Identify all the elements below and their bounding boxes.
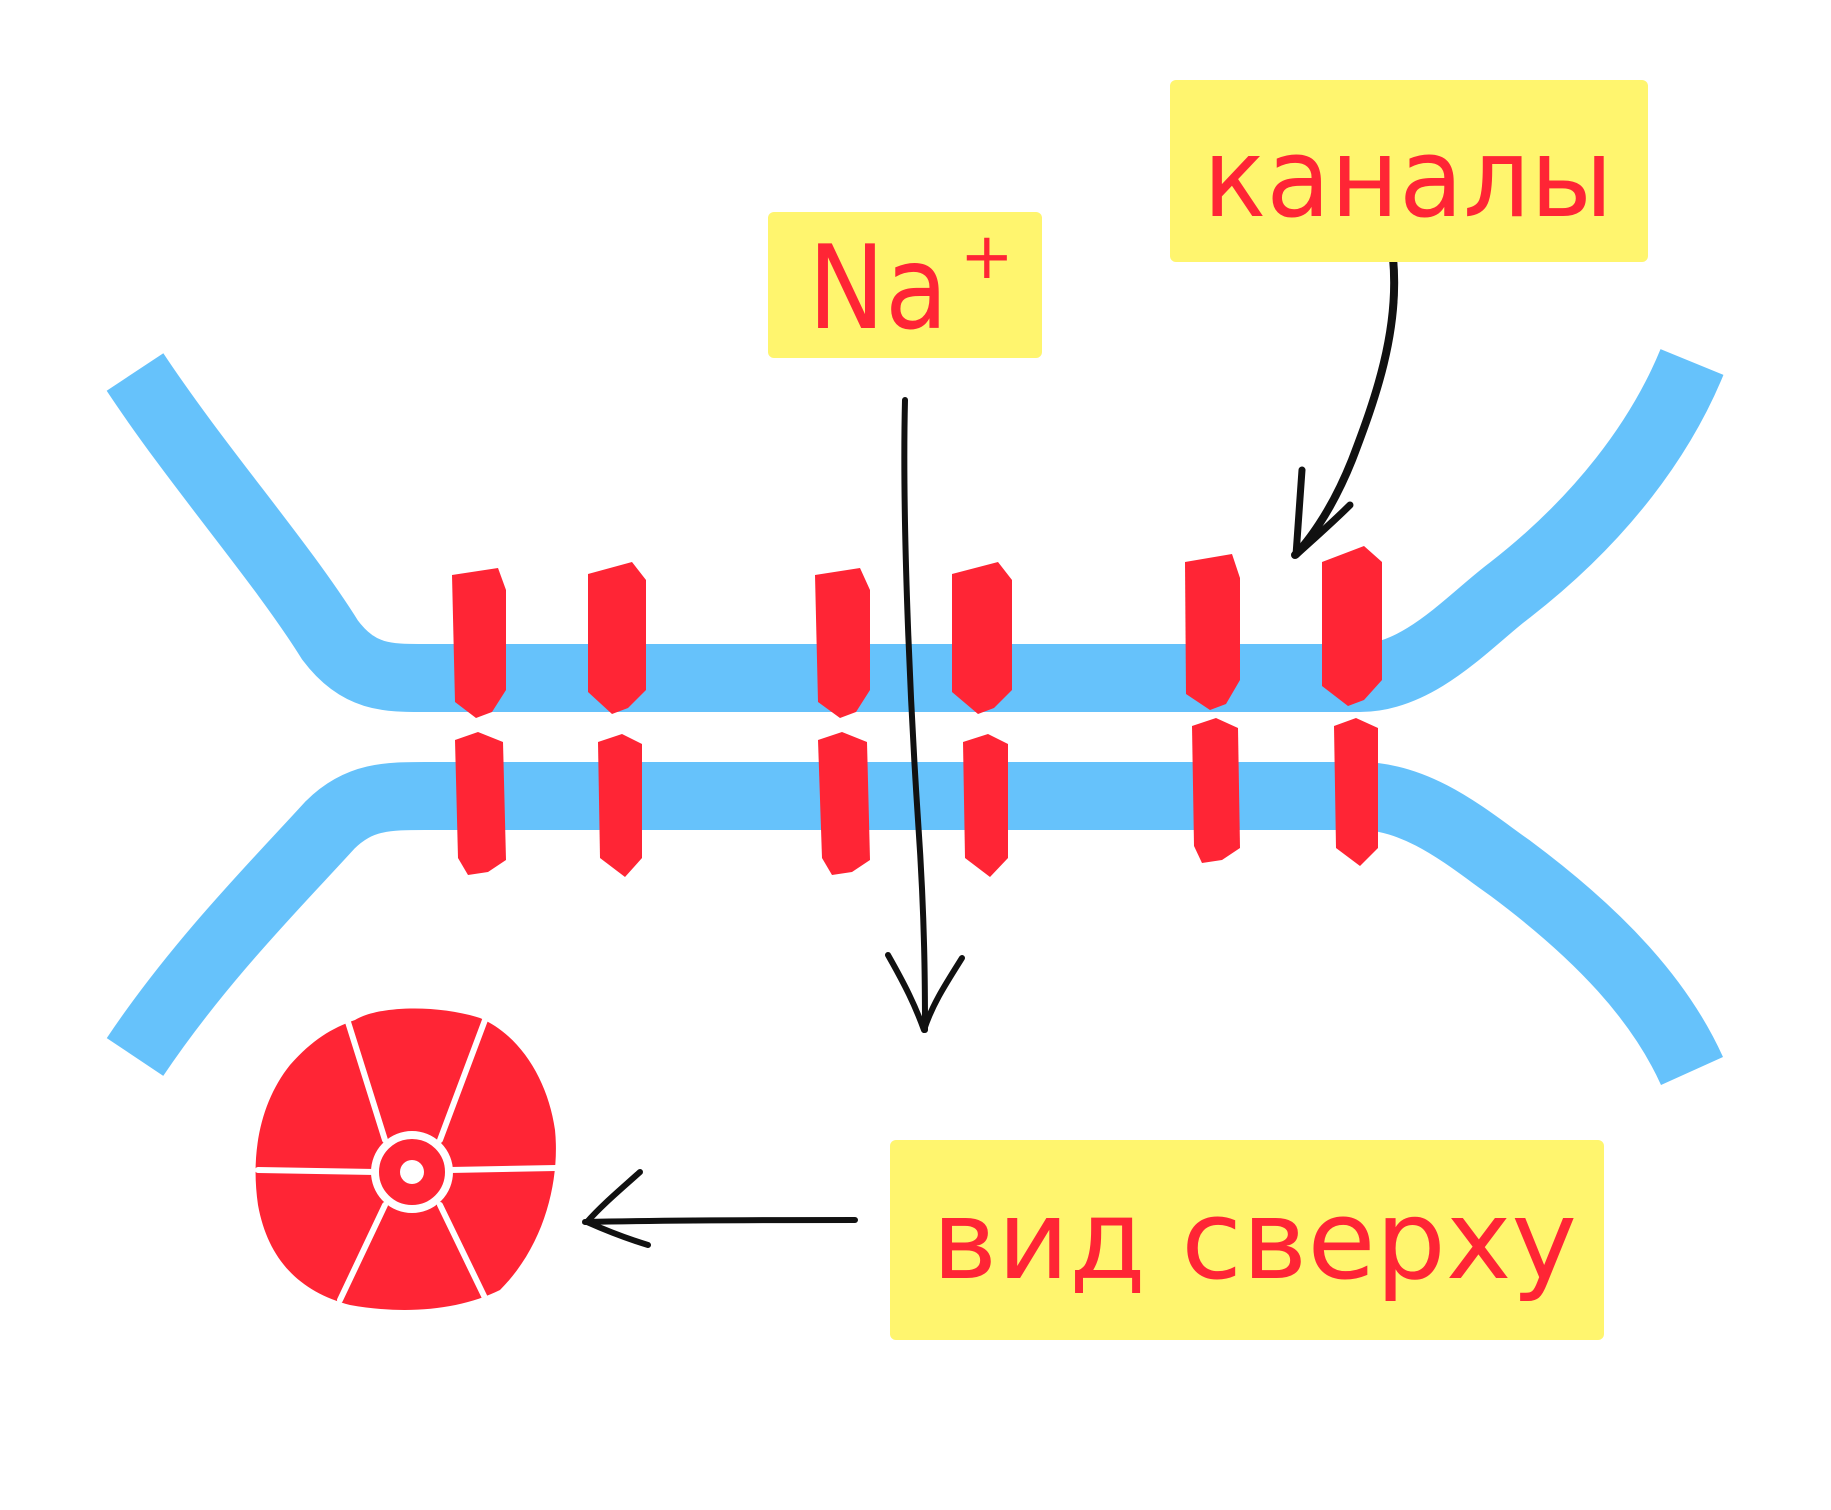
division-line-5: [337, 1202, 388, 1303]
channel-2-upper-left-subunit: [815, 568, 870, 718]
channel-1-upper-right-subunit: [588, 562, 646, 714]
division-line-3: [255, 1167, 378, 1175]
division-line-4: [447, 1165, 559, 1173]
arrow-group: [582, 254, 1399, 1248]
top-view-label-text: вид сверху: [932, 1176, 1577, 1304]
ion-label-background: [768, 212, 1042, 358]
channels-label-text: каналы: [1203, 114, 1613, 242]
division-line-1: [345, 1019, 388, 1143]
channel-2-lower-left-subunit: [818, 732, 870, 875]
channels-label: каналы: [1170, 80, 1648, 262]
channel-1-upper-left-subunit: [452, 568, 506, 718]
channel-top-view-disk: [255, 1008, 556, 1310]
channel-3-lower-left-subunit: [1192, 718, 1240, 863]
channel-top-view-pore: [400, 1160, 424, 1184]
channels-label-background: [1170, 80, 1648, 262]
ion-flow-arrow-shaft: [901, 397, 928, 1033]
channel-3-upper-right-subunit: [1322, 546, 1382, 706]
top-view-pointer-arrow-shaft: [582, 1217, 858, 1225]
ion-label-text: Na: [808, 221, 948, 356]
channels-pointer-arrowhead: [1292, 466, 1354, 559]
channel-1-lower-left-subunit: [455, 732, 506, 875]
channel-top-view-divisions: [255, 1017, 559, 1303]
ion-flow-arrowhead: [885, 952, 965, 1033]
ion-label-symbol: Na: [808, 221, 948, 356]
top-view-label-background: [890, 1140, 1604, 1340]
upper-membrane: [106, 348, 1724, 713]
division-line-6: [437, 1202, 489, 1303]
channel-2-upper-right-subunit: [952, 562, 1012, 714]
channel-top-view: [255, 1008, 559, 1310]
channel-group: [452, 546, 1382, 877]
channel-2-lower-right-subunit: [963, 734, 1008, 877]
channel-top-view-pore-rim: [371, 1131, 453, 1213]
channels-pointer-arrow-shaft: [1291, 254, 1399, 559]
ion-label: Na +: [768, 212, 1042, 358]
channel-3-upper-left-subunit: [1185, 554, 1240, 710]
top-view-label: вид сверху: [890, 1140, 1604, 1340]
top-view-pointer-arrowhead: [584, 1169, 651, 1248]
channel-3-lower-right-subunit: [1334, 718, 1378, 866]
ion-label-charge: +: [960, 220, 1014, 294]
channel-1-lower-right-subunit: [598, 734, 642, 877]
division-line-2: [437, 1017, 488, 1143]
